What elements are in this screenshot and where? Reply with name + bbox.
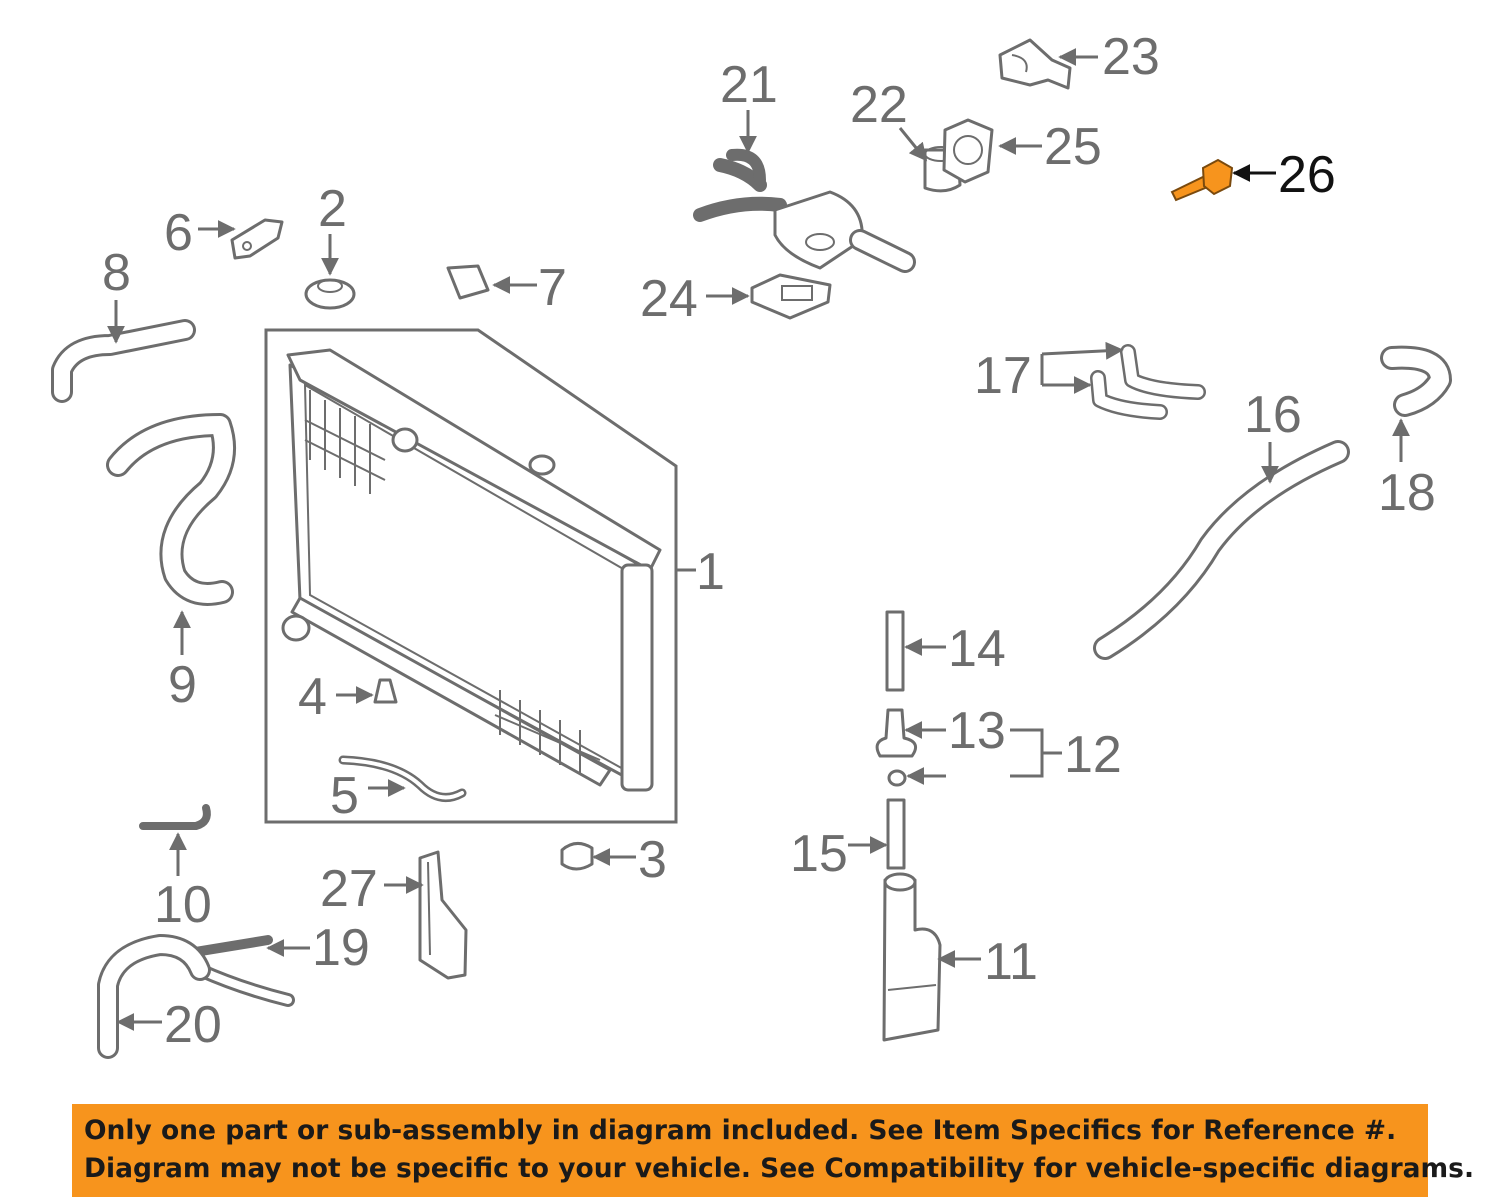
label-25: 25 [1044, 118, 1102, 176]
label-15: 15 [790, 825, 848, 883]
label-13: 13 [948, 702, 1006, 760]
part-6-bracket [230, 218, 284, 260]
label-3: 3 [638, 831, 667, 889]
part-26-sensor-hex [1201, 158, 1234, 196]
radiator-upper-inlet [391, 427, 419, 453]
radiator-lower-outlet [281, 614, 311, 642]
parts-diagram: 1 2 3 4 5 6 7 8 9 10 11 12 13 14 15 16 1… [51, 28, 1452, 1059]
label-27: 27 [320, 860, 378, 918]
part-23-housing [998, 38, 1072, 90]
disclaimer-line-2: Diagram may not be specific to your vehi… [84, 1153, 1475, 1184]
radiator-top-tank [286, 348, 662, 572]
radiator-cap [528, 454, 556, 476]
label-6: 6 [164, 204, 193, 262]
part-27-panel [418, 850, 468, 980]
label-16: 16 [1244, 386, 1302, 444]
label-22: 22 [850, 76, 908, 134]
label-17: 17 [974, 347, 1032, 405]
part-9-hose-in [109, 416, 233, 603]
label-18: 18 [1378, 464, 1436, 522]
label-9: 9 [168, 656, 197, 714]
label-10: 10 [154, 876, 212, 934]
part-16-pipe-in [1096, 443, 1347, 657]
part-24-gasket [750, 273, 832, 320]
part-11-neck [883, 872, 917, 892]
part-26-sensor [1170, 158, 1234, 202]
part-6-hole [242, 241, 252, 251]
part-3-cushion [560, 842, 594, 871]
radiator-assembly [264, 328, 678, 824]
part-14-hose [885, 610, 905, 692]
leader-lines [107, 48, 1410, 1031]
radiator-bottom-tank [290, 596, 612, 787]
label-12: 12 [1064, 726, 1122, 784]
part-13-cap [875, 708, 918, 758]
label-7: 7 [538, 259, 567, 317]
part-21-outlet-assembly [693, 148, 916, 273]
label-19: 19 [312, 919, 370, 977]
radiator-right-side [620, 563, 654, 792]
label-5: 5 [330, 767, 359, 825]
part-labels: 1 2 3 4 5 6 7 8 9 10 11 12 13 14 15 16 1… [102, 28, 1436, 1054]
disclaimer-line-1: Only one part or sub-assembly in diagram… [84, 1115, 1397, 1146]
label-11: 11 [984, 933, 1038, 991]
part-12-oring [887, 769, 907, 787]
label-21: 21 [720, 56, 778, 114]
part-5-wire-in [341, 758, 464, 800]
radiator-fins-top [304, 390, 386, 494]
part-8-hose-in [54, 322, 193, 400]
label-2: 2 [318, 180, 347, 238]
radiator-core [288, 363, 642, 787]
part-5-wire [338, 755, 467, 802]
label-14: 14 [948, 620, 1006, 678]
part-15-hose [886, 798, 906, 870]
part-18-hose-in [1383, 348, 1449, 414]
part-20-hose-in [100, 937, 208, 1056]
part-10-band [139, 804, 211, 830]
part-4-cushion [373, 678, 398, 704]
part-25-gasket [942, 118, 994, 184]
radiator-outline-box [264, 328, 678, 824]
part-7-seal [446, 264, 490, 300]
radiator-fins-bottom [494, 690, 601, 775]
label-8: 8 [102, 244, 131, 302]
disclaimer-banner: Only one part or sub-assembly in diagram… [72, 1104, 1475, 1197]
part-2-cushion [304, 278, 356, 310]
part-11-reservoir [882, 878, 942, 1042]
part-2-cushion-top [317, 279, 343, 293]
part-17-hose-a-in [1122, 346, 1204, 398]
label-23: 23 [1102, 28, 1160, 86]
part-19-pipe-b [190, 935, 273, 957]
label-20: 20 [164, 996, 222, 1054]
label-24: 24 [640, 270, 698, 328]
label-26-highlighted: 26 [1278, 146, 1336, 204]
label-4: 4 [298, 668, 327, 726]
part-17-hose-b-in [1092, 372, 1166, 418]
label-1: 1 [696, 543, 725, 601]
